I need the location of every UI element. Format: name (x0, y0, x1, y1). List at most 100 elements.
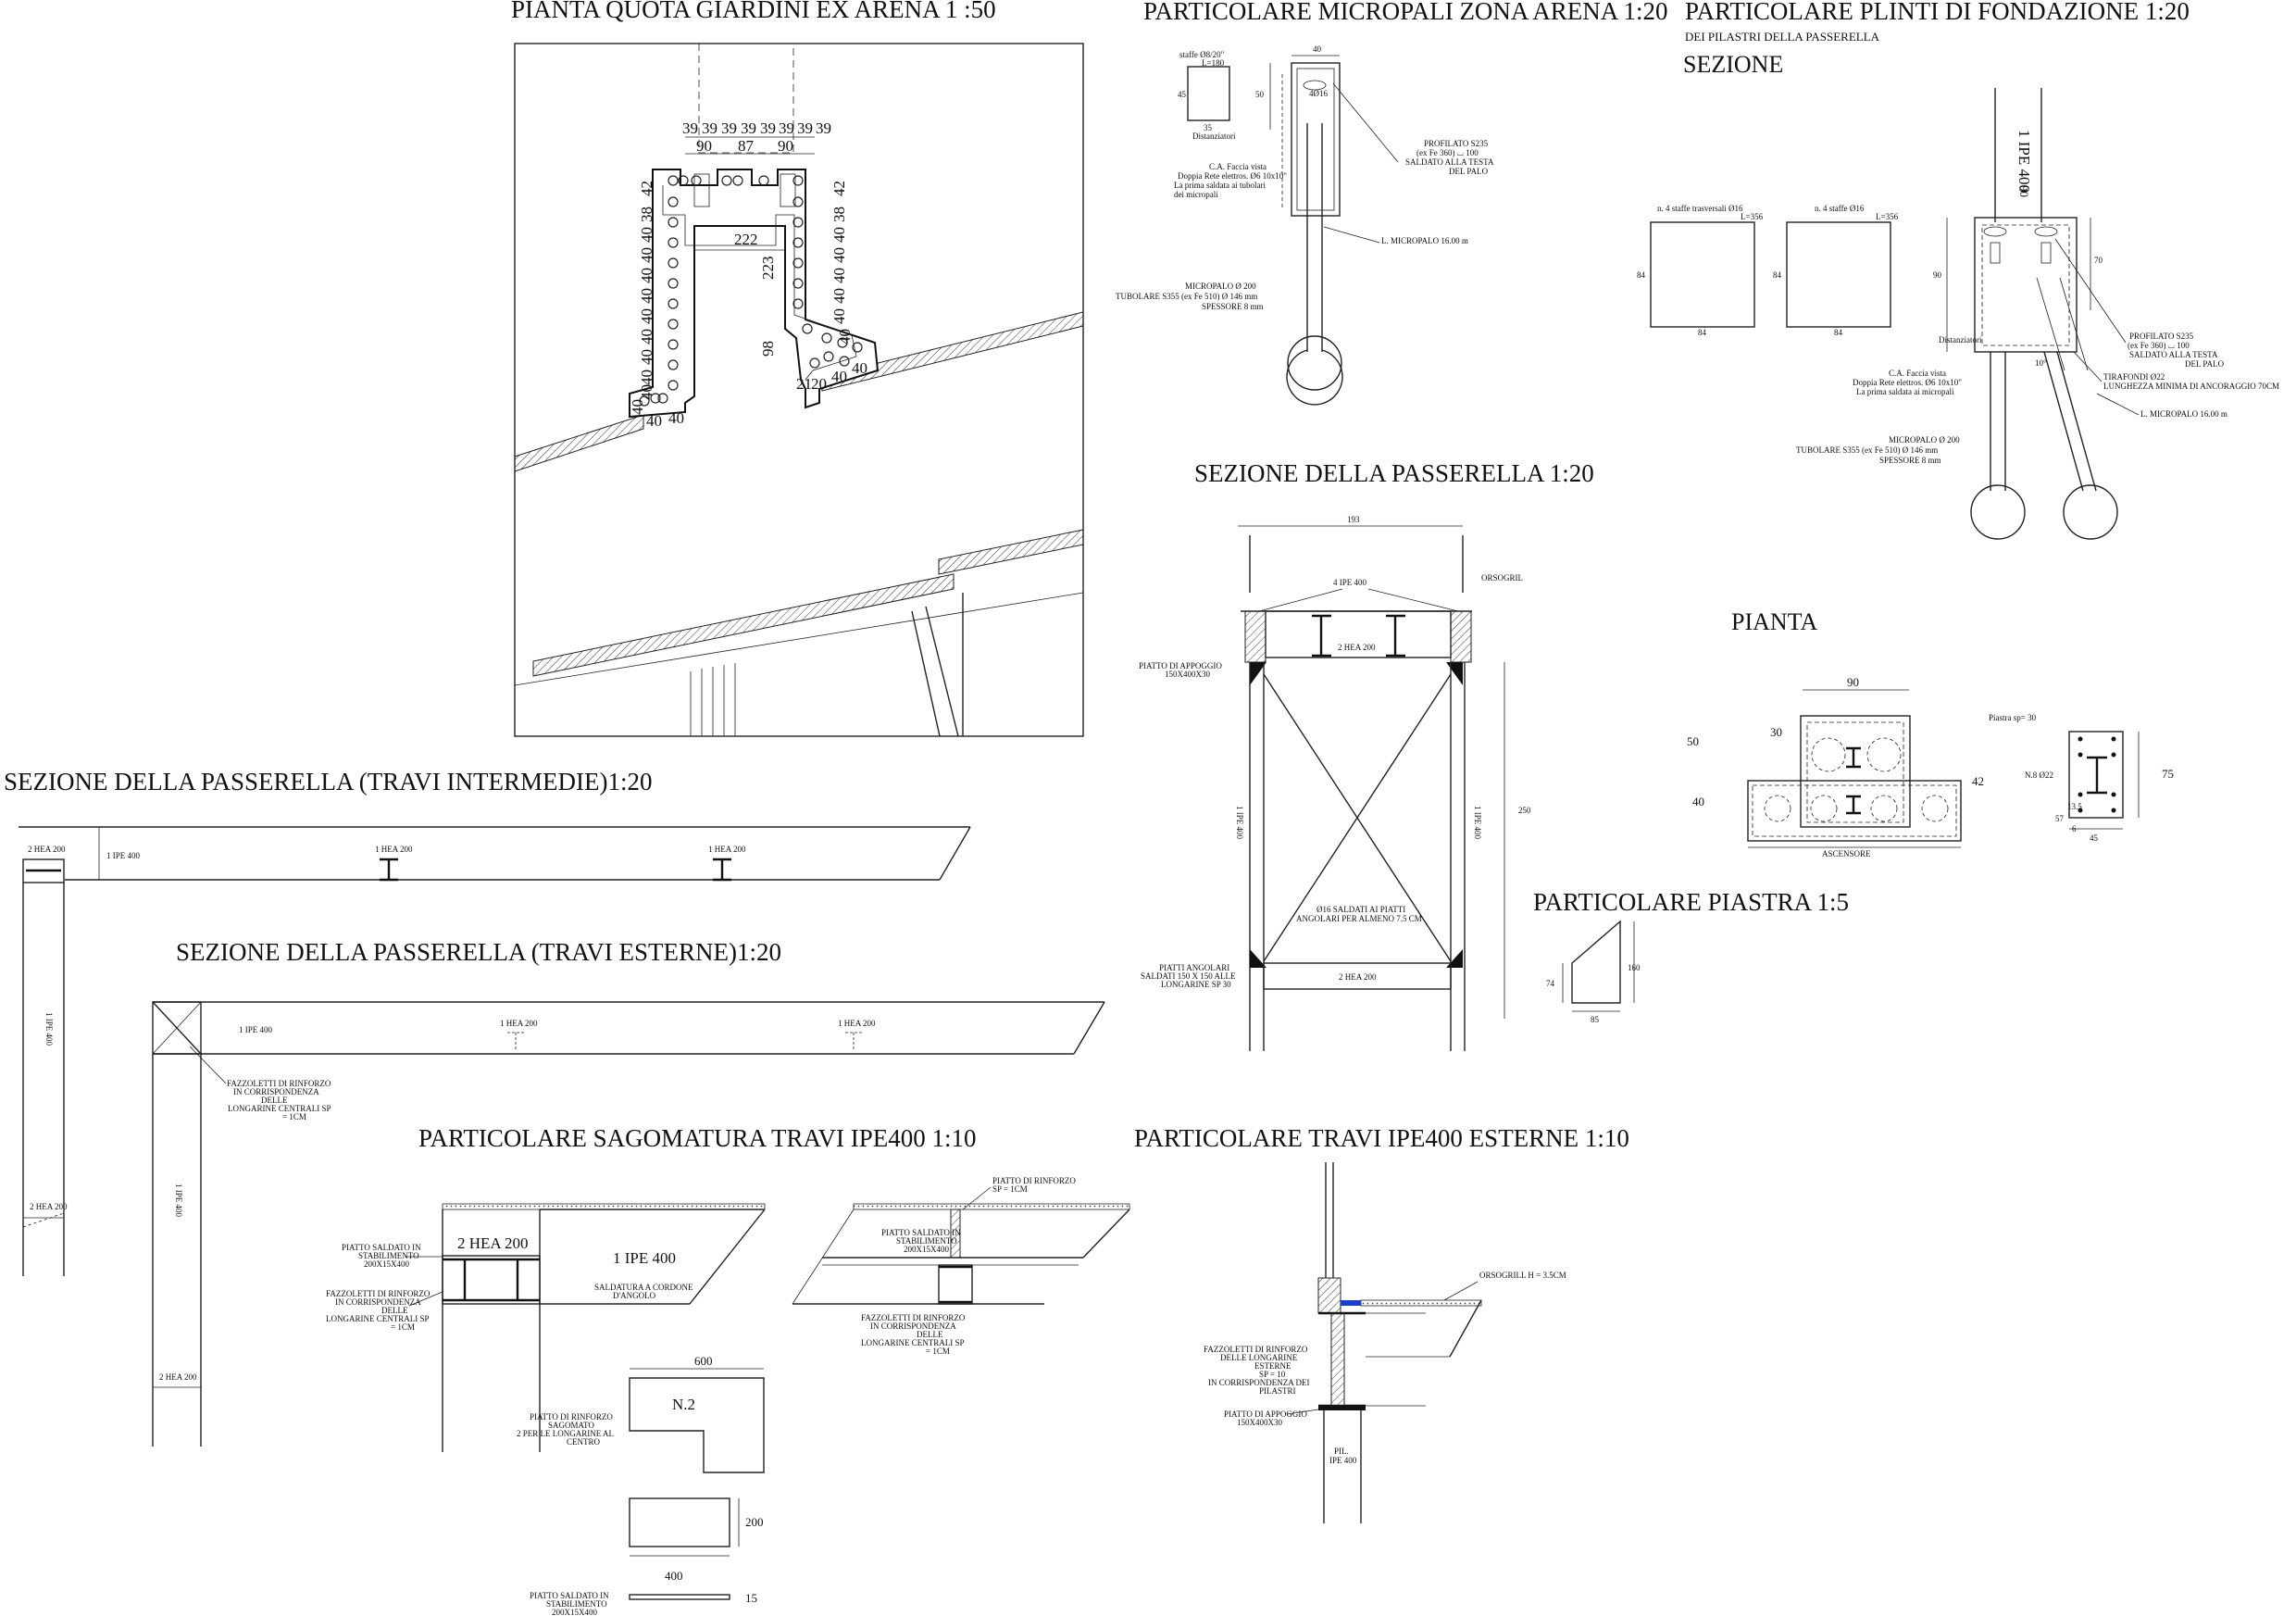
sag-t1: PIATTO SALDATO IN (530, 1591, 609, 1600)
detail-plinti: PARTICOLARE PLINTI DI FONDAZIONE 1:20 DE… (1637, 0, 2279, 540)
section-diag2: ANGOLARI PER ALMENO 7.5 CM (1296, 914, 1422, 923)
sag-t3: 200X15X400 (552, 1608, 597, 1616)
sag-d15: 15 (745, 1591, 757, 1605)
ipe-web (1330, 1312, 1345, 1407)
micropali-prof2: (ex Fe 360) ⌴ 100 (1416, 148, 1479, 157)
section-angle-tr (1446, 662, 1463, 685)
pianta-piles (1764, 737, 1949, 822)
ipe-f6: PILASTRI (1259, 1386, 1296, 1396)
sag-p1: PIATTO SALDATO IN (342, 1243, 421, 1252)
plinti-prof2: (ex Fe 360) ⌴ 100 (2128, 341, 2190, 350)
sag2-g2: IN CORRISPONDENZA (870, 1322, 956, 1331)
section-leader-a (1258, 588, 1343, 612)
plan-dim-left: 40 (638, 370, 655, 385)
plan-dim-left: 40 (629, 399, 646, 415)
pianta-ipe-a (1846, 746, 1861, 769)
esterne-end (1073, 1001, 1105, 1055)
sag-d400: 400 (665, 1569, 683, 1583)
plan-dim-left: 40 (638, 227, 655, 243)
plan-dim-inner-h2: 98 (759, 341, 777, 357)
plinti-st1a: n. 4 staffe trasversali Ø16 (1657, 204, 1743, 213)
plinti-leader-l (2096, 393, 2140, 416)
esterne-corner-diag-b (152, 1001, 202, 1055)
plan-vertical-lines (690, 663, 736, 736)
section-hea-top: 2 HEA 200 (1338, 643, 1376, 652)
sag2-r1: PIATTO DI RINFORZO (992, 1176, 1076, 1185)
detail-micropali: PARTICOLARE MICROPALI ZONA ARENA 1:20 st… (1116, 0, 1667, 406)
sag-s4: CENTRO (567, 1437, 601, 1447)
plan-dim-left: 40 (638, 349, 655, 365)
ipe-orso-block (1317, 1277, 1341, 1314)
plan-dim-base: 40 (646, 412, 662, 430)
pianta-asc: ASCENSORE (1822, 849, 1871, 858)
detail-piastra: PARTICOLARE PIASTRA 1:5 160 74 85 (1533, 888, 1849, 1024)
title-micropali: PARTICOLARE MICROPALI ZONA ARENA 1:20 (1143, 0, 1667, 25)
pianta-d42: 42 (1972, 774, 1984, 788)
title-piastra: PARTICOLARE PIASTRA 1:5 (1533, 888, 1849, 916)
sag-n2-shape (629, 1377, 765, 1473)
section-angle-tl (1250, 662, 1267, 685)
pianta-base-dashed (1752, 784, 1957, 837)
plan-wall-inner (662, 185, 857, 381)
ipe-leader-pa (1286, 1409, 1319, 1415)
micropali-dim-45: 45 (1178, 90, 1187, 99)
plinti-ipe: 1 IPE 400 (2015, 130, 2033, 193)
section-h: 250 (1518, 806, 1531, 815)
plan-dim-left: 40 (638, 308, 655, 324)
esterne-f3: DELLE (261, 1096, 288, 1105)
section-beam-l (1244, 610, 1267, 663)
section-passerella: SEZIONE DELLA PASSERELLA 1:20 193 4 IPE … (1139, 459, 1594, 1051)
sag-s3: 2 PER LE LONGARINE AL (517, 1429, 614, 1438)
intermedie-hea-b: 1 HEA 200 (708, 845, 746, 854)
plinti-ca2: Doppia Rete elettros. Ø6 10x10" (1853, 378, 1962, 387)
section-beam-r (1450, 610, 1472, 663)
sag-sald2: D'ANGOLO (613, 1291, 656, 1300)
esterne-hea-bot: 2 HEA 200 (159, 1372, 197, 1382)
micropali-dim-35: 35 (1204, 123, 1213, 132)
intermedie-hea: 2 HEA 200 (28, 845, 66, 854)
plan-dim-right: 40 (836, 329, 854, 344)
intermedie-hea-a: 1 HEA 200 (375, 845, 413, 854)
sag2-g3: DELLE (917, 1330, 943, 1339)
micropali-bulb (1286, 349, 1343, 406)
micropali-bulb-circle (1287, 335, 1342, 391)
plinti-block (1974, 217, 2078, 353)
plinti-d84: 84 (1834, 328, 1843, 337)
sag2-q1: PIATTO SALDATO IN (881, 1228, 961, 1237)
plan-line-a (514, 592, 1084, 686)
pianta-plate-ipe (2087, 756, 2107, 795)
plinti-stirrup-a (1650, 221, 1755, 328)
plan-top-dims: 39 39 39 39 39 39 39 39 90 87 90 (682, 119, 831, 155)
title-sagomatura: PARTICOLARE SAGOMATURA TRAVI IPE400 1:10 (418, 1124, 976, 1152)
plinti-bulb-a (1970, 484, 2026, 540)
plan-line-b (911, 610, 941, 737)
title-travi-esterne: SEZIONE DELLA PASSERELLA (TRAVI ESTERNE)… (176, 938, 781, 966)
detail-ipe-esterne: PARTICOLARE TRAVI IPE400 ESTERNE 1:10 OR… (1134, 1124, 1629, 1523)
micropali-prof3: SALDATO ALLA TESTA (1405, 157, 1494, 167)
plan-dim-right: 40 (830, 268, 848, 283)
esterne-ipe-v: 1 IPE 400 (174, 1184, 183, 1218)
plan-dim-top: 39 (702, 119, 718, 137)
plan-dim-right: 42 (830, 181, 848, 196)
plan-left-dims: 42 38 40 40 40 40 40 40 40 40 40 40 (629, 181, 655, 415)
esterne-ipe: 1 IPE 400 (239, 1025, 273, 1034)
plan-dim-inner-w: 222 (734, 231, 758, 248)
sag-t2: STABILIMENTO (546, 1599, 607, 1609)
sag-n2: N.2 (672, 1396, 695, 1413)
piastra-d160: 160 (1628, 963, 1641, 972)
esterne-f1: FAZZOLETTI DI RINFORZO (227, 1079, 331, 1088)
section-hea-zone (1265, 610, 1452, 658)
plinti-lmicro: L. MICROPALO 16.00 m (2140, 409, 2227, 419)
plinti-prof1: PROFILATO S235 (2129, 332, 2194, 341)
intermedie-cut (22, 1212, 65, 1228)
plan-wall (629, 169, 880, 419)
intermedie-hea-b-shape (713, 858, 731, 882)
pianta-ipe-b (1846, 795, 1861, 815)
plinti-st2b: L=356 (1876, 212, 1899, 221)
plan-dim-inner-h: 223 (759, 257, 777, 281)
plinti-ca3: La prima saldata ai micropali (1856, 387, 1954, 396)
ipe-leader-orso (1443, 1281, 1479, 1301)
sag-f2: IN CORRISPONDENZA (335, 1297, 421, 1307)
sag-d600: 600 (694, 1354, 713, 1368)
